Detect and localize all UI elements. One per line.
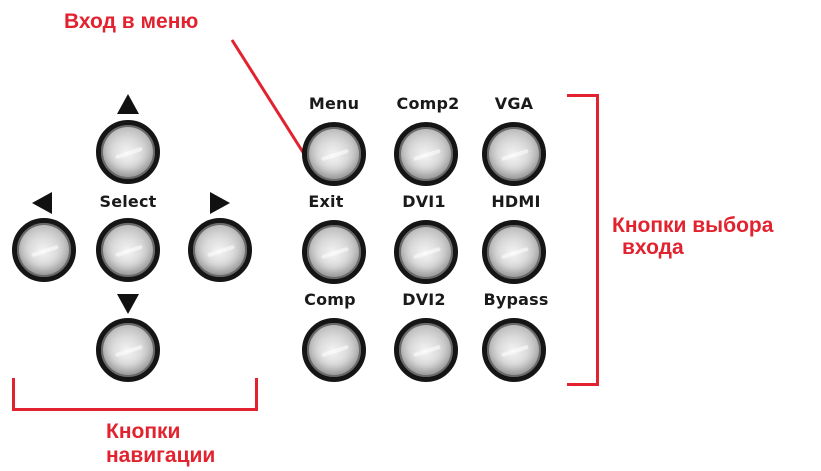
menu-label: Menu bbox=[308, 94, 360, 113]
arrow-up-icon bbox=[117, 94, 139, 114]
exit-button[interactable] bbox=[302, 220, 366, 284]
nav-down-button[interactable] bbox=[96, 318, 160, 382]
vga-label: VGA bbox=[494, 94, 534, 113]
select-button[interactable] bbox=[96, 218, 160, 282]
nav-buttons-annotation-line1: Кнопки bbox=[106, 420, 181, 443]
nav-buttons-bracket bbox=[12, 378, 258, 411]
arrow-right-icon bbox=[210, 192, 230, 214]
bypass-button[interactable] bbox=[482, 318, 546, 382]
nav-right-button[interactable] bbox=[188, 218, 252, 282]
dvi2-button[interactable] bbox=[394, 318, 458, 382]
nav-buttons-annotation-line2: навигации bbox=[106, 444, 216, 467]
bypass-label: Bypass bbox=[483, 290, 549, 309]
comp2-label: Comp2 bbox=[396, 94, 460, 113]
comp-button[interactable] bbox=[302, 318, 366, 382]
arrow-left-icon bbox=[32, 192, 52, 214]
input-buttons-bracket bbox=[567, 94, 599, 386]
input-buttons-annotation-line1: Кнопки выбора bbox=[612, 214, 774, 237]
dvi1-button[interactable] bbox=[394, 220, 458, 284]
menu-button[interactable] bbox=[302, 122, 366, 186]
input-buttons-annotation-line2: входа bbox=[622, 236, 684, 259]
vga-button[interactable] bbox=[482, 122, 546, 186]
exit-label: Exit bbox=[308, 192, 344, 211]
dvi2-label: DVI2 bbox=[402, 290, 446, 309]
hdmi-button[interactable] bbox=[482, 220, 546, 284]
hdmi-label: HDMI bbox=[491, 192, 541, 211]
select-label: Select bbox=[99, 192, 157, 211]
dvi1-label: DVI1 bbox=[402, 192, 446, 211]
nav-up-button[interactable] bbox=[96, 120, 160, 184]
comp-label: Comp bbox=[304, 290, 356, 309]
menu-entry-annotation: Вход в меню bbox=[64, 10, 199, 33]
nav-left-button[interactable] bbox=[12, 218, 76, 282]
menu-leader-line bbox=[230, 39, 308, 158]
arrow-down-icon bbox=[117, 294, 139, 314]
comp2-button[interactable] bbox=[394, 122, 458, 186]
